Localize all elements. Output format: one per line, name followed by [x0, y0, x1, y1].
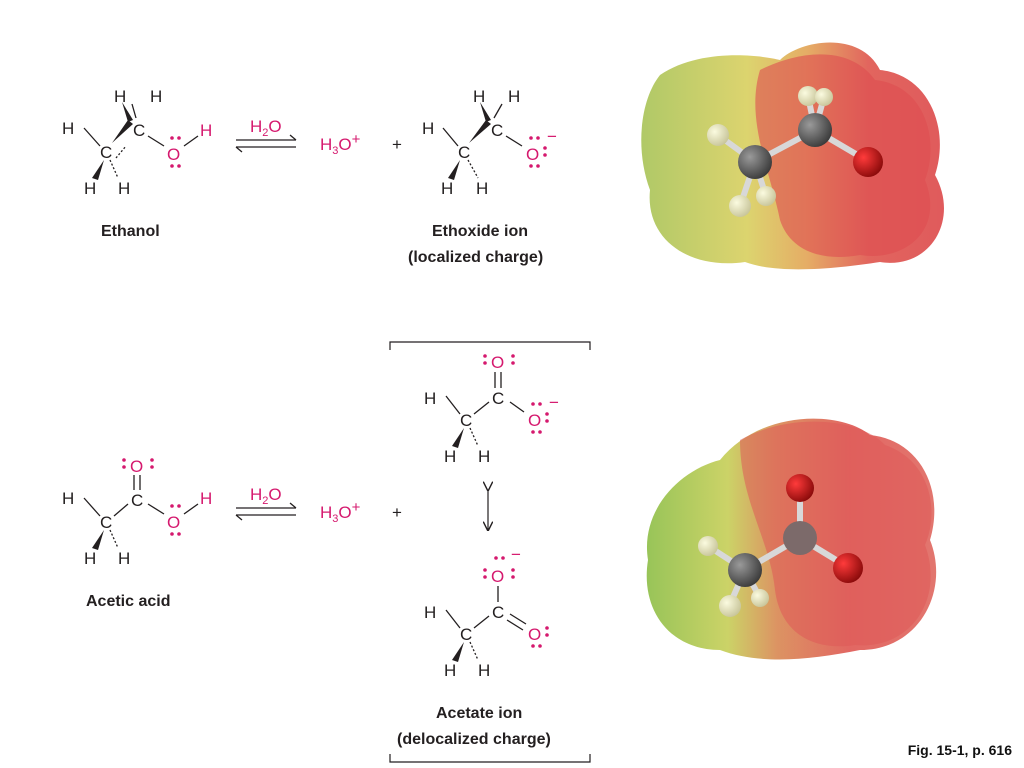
acetate-potential-map	[646, 418, 937, 660]
svg-text:O: O	[491, 567, 504, 586]
acetic-acid-label: Acetic acid	[86, 593, 170, 610]
ethanol-h: H	[84, 179, 96, 198]
ethoxide-oxygen: O	[526, 145, 539, 164]
acetate-resonance-form-2: O − C H C H H O	[424, 545, 549, 680]
acetic-acid-structure: O C H C H H O H	[62, 457, 212, 568]
svg-text:H: H	[444, 447, 456, 466]
svg-text:C: C	[492, 603, 504, 622]
ethanol-h: H	[114, 87, 126, 106]
svg-text:O: O	[528, 411, 541, 430]
equilibrium-arrow: H2O	[235, 117, 297, 153]
svg-text:C: C	[460, 411, 472, 430]
svg-text:H2O: H2O	[250, 485, 282, 507]
svg-text:H: H	[476, 179, 488, 198]
svg-text:H: H	[478, 661, 490, 680]
svg-text:H: H	[478, 447, 490, 466]
reagent-water: H2O	[250, 117, 282, 139]
svg-text:−: −	[549, 393, 559, 412]
ethoxide-potential-map	[641, 42, 944, 270]
plus-sign: +	[392, 135, 402, 154]
figure-caption: Fig. 15-1, p. 616	[907, 742, 1012, 758]
svg-text:H: H	[84, 549, 96, 568]
plus-sign: +	[392, 503, 402, 522]
svg-text:H: H	[424, 389, 436, 408]
svg-text:C: C	[458, 143, 470, 162]
resonance-bracket	[389, 341, 591, 763]
ethanol-h: H	[118, 179, 130, 198]
ethanol-c2: C	[133, 121, 145, 140]
svg-text:O: O	[167, 513, 180, 532]
equilibrium-arrow: H2O	[235, 485, 297, 521]
ethanol-oxygen: O	[167, 145, 180, 164]
svg-text:H: H	[200, 489, 212, 508]
ethoxide-structure: H C H H C H H O −	[422, 87, 557, 198]
svg-text:H: H	[118, 549, 130, 568]
ethanol-label: Ethanol	[101, 223, 160, 240]
svg-text:O: O	[528, 625, 541, 644]
ethanol-h: H	[62, 119, 74, 138]
svg-text:H: H	[422, 119, 434, 138]
svg-text:H: H	[441, 179, 453, 198]
svg-text:H: H	[508, 87, 520, 106]
ethanol-h: H	[150, 87, 162, 106]
ethanol-hydroxyl-h: H	[200, 121, 212, 140]
ethoxide-sublabel: (localized charge)	[408, 249, 543, 266]
ethoxide-label: Ethoxide ion	[432, 223, 528, 240]
svg-text:H: H	[424, 603, 436, 622]
svg-text:C: C	[100, 513, 112, 532]
svg-text:C: C	[492, 389, 504, 408]
svg-text:H: H	[444, 661, 456, 680]
acetate-resonance-form-1: O C H C H H O −	[424, 353, 559, 466]
acetate-sublabel: (delocalized charge)	[397, 731, 551, 748]
svg-text:O: O	[130, 457, 143, 476]
svg-text:H: H	[62, 489, 74, 508]
svg-text:C: C	[131, 491, 143, 510]
ethanol-c1: C	[100, 143, 112, 162]
svg-text:C: C	[491, 121, 503, 140]
acetate-label: Acetate ion	[436, 705, 522, 722]
svg-text:C: C	[460, 625, 472, 644]
ethoxide-charge: −	[547, 127, 557, 146]
svg-text:H: H	[473, 87, 485, 106]
ethanol-structure: H C H H C H H O H	[62, 87, 212, 198]
svg-text:O: O	[491, 353, 504, 372]
hydronium-ion: H3O+	[320, 131, 361, 157]
svg-text:−: −	[511, 545, 521, 564]
hydronium-ion: H3O+	[320, 499, 361, 525]
